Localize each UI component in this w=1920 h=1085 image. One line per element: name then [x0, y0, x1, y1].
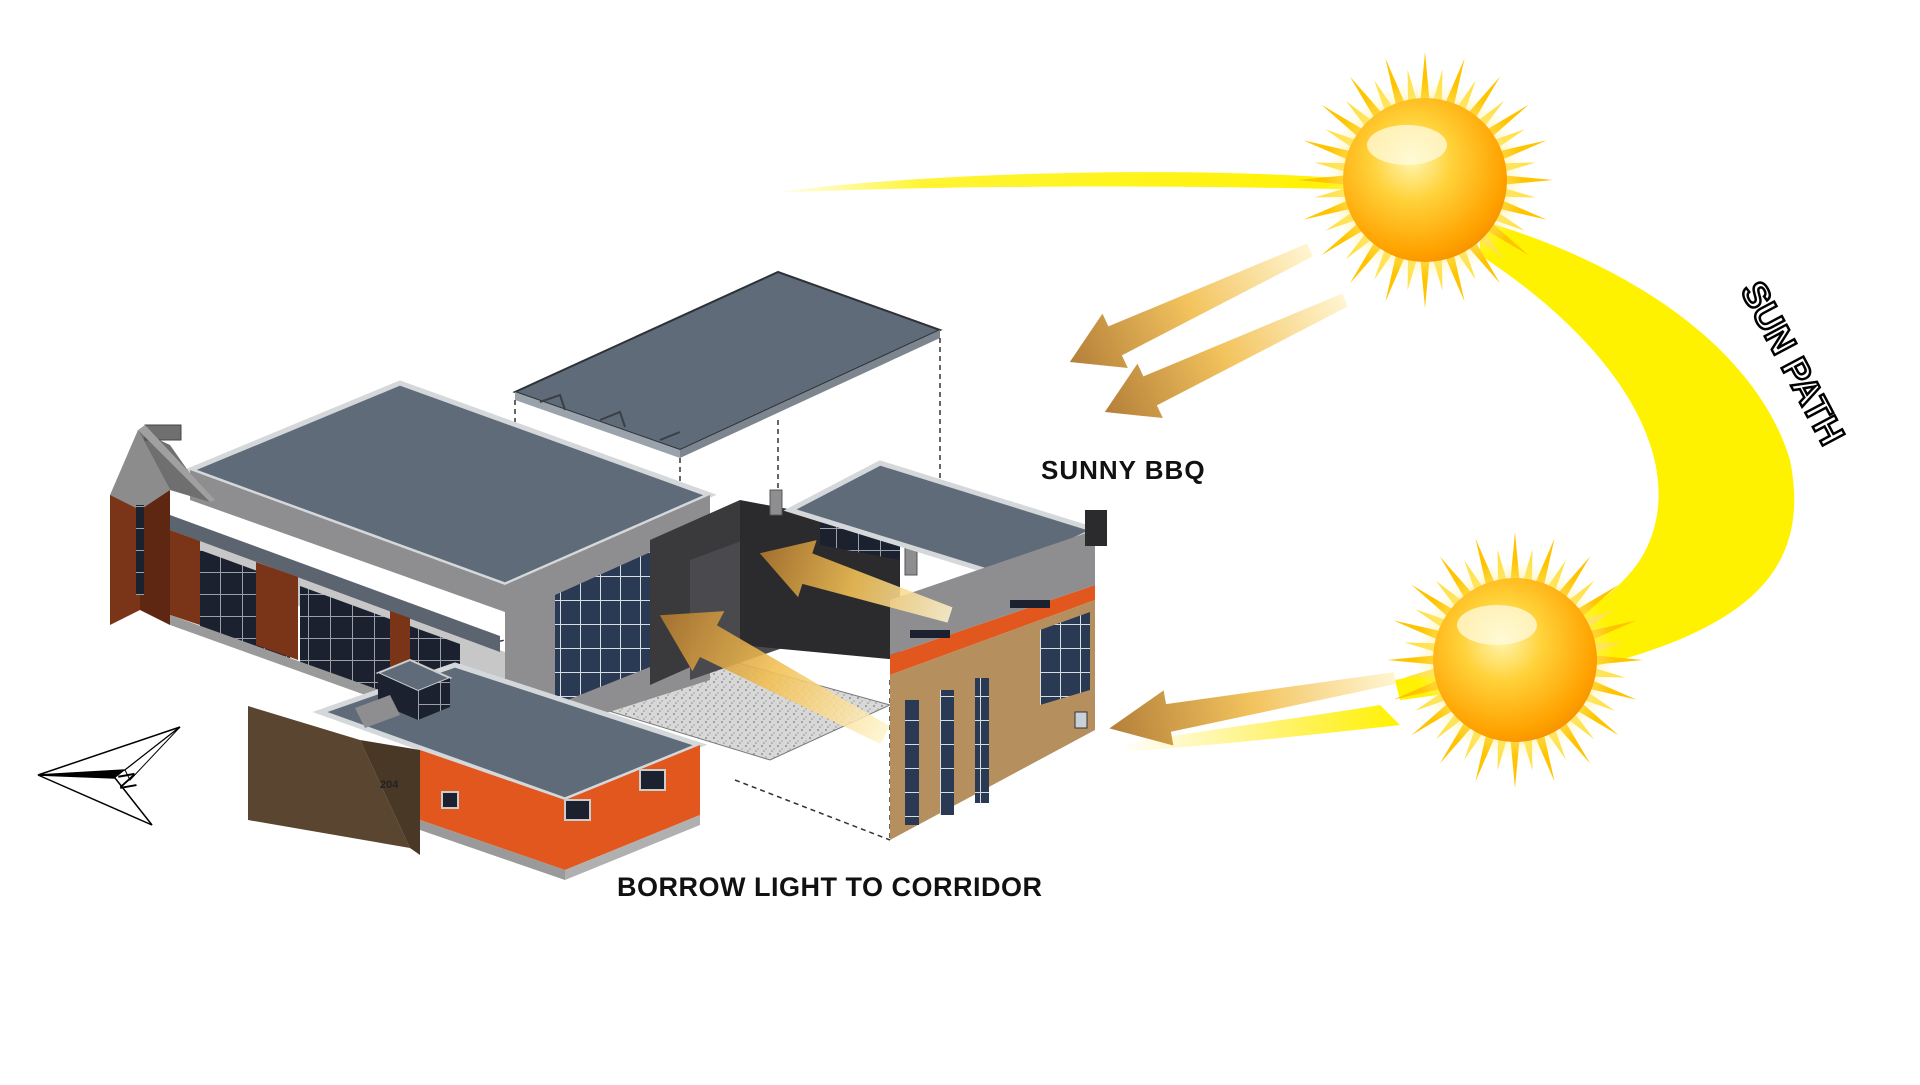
arrow-icon	[1109, 672, 1397, 746]
sun-path-lower-band	[1120, 705, 1400, 752]
arrow-icon	[659, 611, 890, 744]
sun-icon	[1297, 52, 1553, 308]
borrow-light-label: BORROW LIGHT TO CORRIDOR	[617, 872, 1043, 902]
exploded-roof-panel	[512, 270, 943, 458]
north-arrow-icon: N	[37, 726, 181, 826]
unit-number-label: 204	[380, 779, 399, 791]
compass-north-letter: N	[113, 770, 143, 792]
sun-path-arc	[770, 172, 1795, 752]
entry-kiosk	[355, 658, 453, 728]
courtyard-arrows	[659, 540, 953, 744]
right-block	[783, 460, 1107, 840]
entry-tower	[110, 424, 215, 625]
main-hall-block	[170, 380, 717, 745]
brown-wall-block: 204	[248, 706, 420, 855]
arrow-icon	[759, 540, 953, 623]
arrow-icon	[1069, 243, 1313, 369]
sun-icon	[1387, 532, 1643, 788]
sun-path-upper-band	[770, 172, 1380, 193]
sun-path-crescent	[1395, 220, 1795, 700]
building-model: 204	[110, 270, 1107, 880]
arrow-icon	[1104, 293, 1348, 419]
sun-ray-arrows	[1069, 243, 1397, 746]
sunny-bbq-label: SUNNY BBQ	[1041, 455, 1206, 485]
